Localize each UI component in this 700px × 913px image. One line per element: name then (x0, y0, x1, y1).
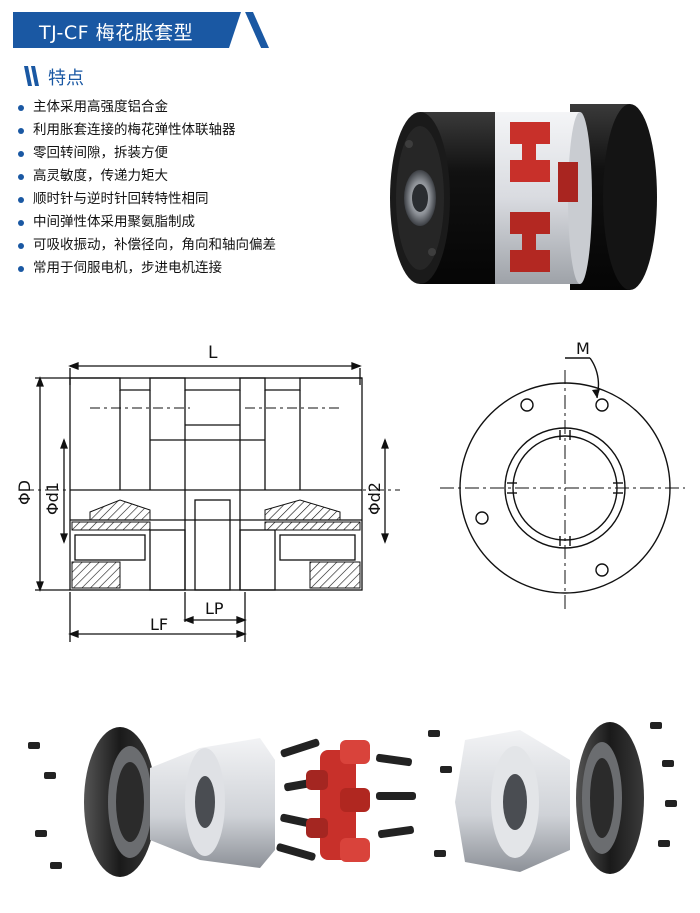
feature-item: 高灵敏度，传递力矩大 (18, 165, 276, 188)
spider-shape (510, 122, 550, 182)
bullet-icon (18, 219, 24, 226)
feature-item: 利用胀套连接的梅花弹性体联轴器 (18, 119, 276, 142)
label-D: ΦD (15, 480, 34, 505)
label-LF: LF (150, 615, 168, 634)
features-title: 特点 (48, 68, 84, 89)
label-d1: Φd1 (43, 482, 62, 515)
label-M: M (576, 339, 590, 358)
title-banner: TJ-CF 梅花胀套型 (13, 12, 269, 48)
feature-item: 零回转间隙，拆装方便 (18, 142, 276, 165)
feature-item: 顺时针与逆时针回转特性相同 (18, 188, 276, 211)
label-L: L (208, 343, 218, 363)
feature-item: 主体采用高强度铝合金 (18, 96, 276, 119)
bullet-icon (18, 173, 24, 180)
page-title: TJ-CF 梅花胀套型 (39, 22, 194, 44)
feature-item: 可吸收振动，补偿径向，角向和轴向偏差 (18, 234, 276, 257)
end-view-drawing: M (440, 339, 685, 610)
label-LP: LP (205, 599, 224, 618)
bullet-icon (18, 104, 24, 111)
product-photo (390, 104, 657, 290)
bullet-icon (18, 265, 24, 272)
title-banner-shape (13, 12, 269, 48)
spider-element (306, 740, 370, 862)
feature-item: 中间弹性体采用聚氨脂制成 (18, 211, 276, 234)
side-view-drawing: L ΦD Φd1 Φd2 LP LF (15, 343, 400, 642)
exploded-view-photo (28, 722, 677, 877)
bullet-icon (18, 127, 24, 134)
features-list: 主体采用高强度铝合金 利用胀套连接的梅花弹性体联轴器 零回转间隙，拆装方便 高灵… (18, 96, 276, 280)
bullet-icon (18, 196, 24, 203)
feature-item: 常用于伺服电机，步进电机连接 (18, 257, 276, 280)
bullet-icon (18, 150, 24, 157)
label-d2: Φd2 (365, 482, 384, 515)
double-slash-icon (24, 66, 39, 86)
bullet-icon (18, 242, 24, 249)
